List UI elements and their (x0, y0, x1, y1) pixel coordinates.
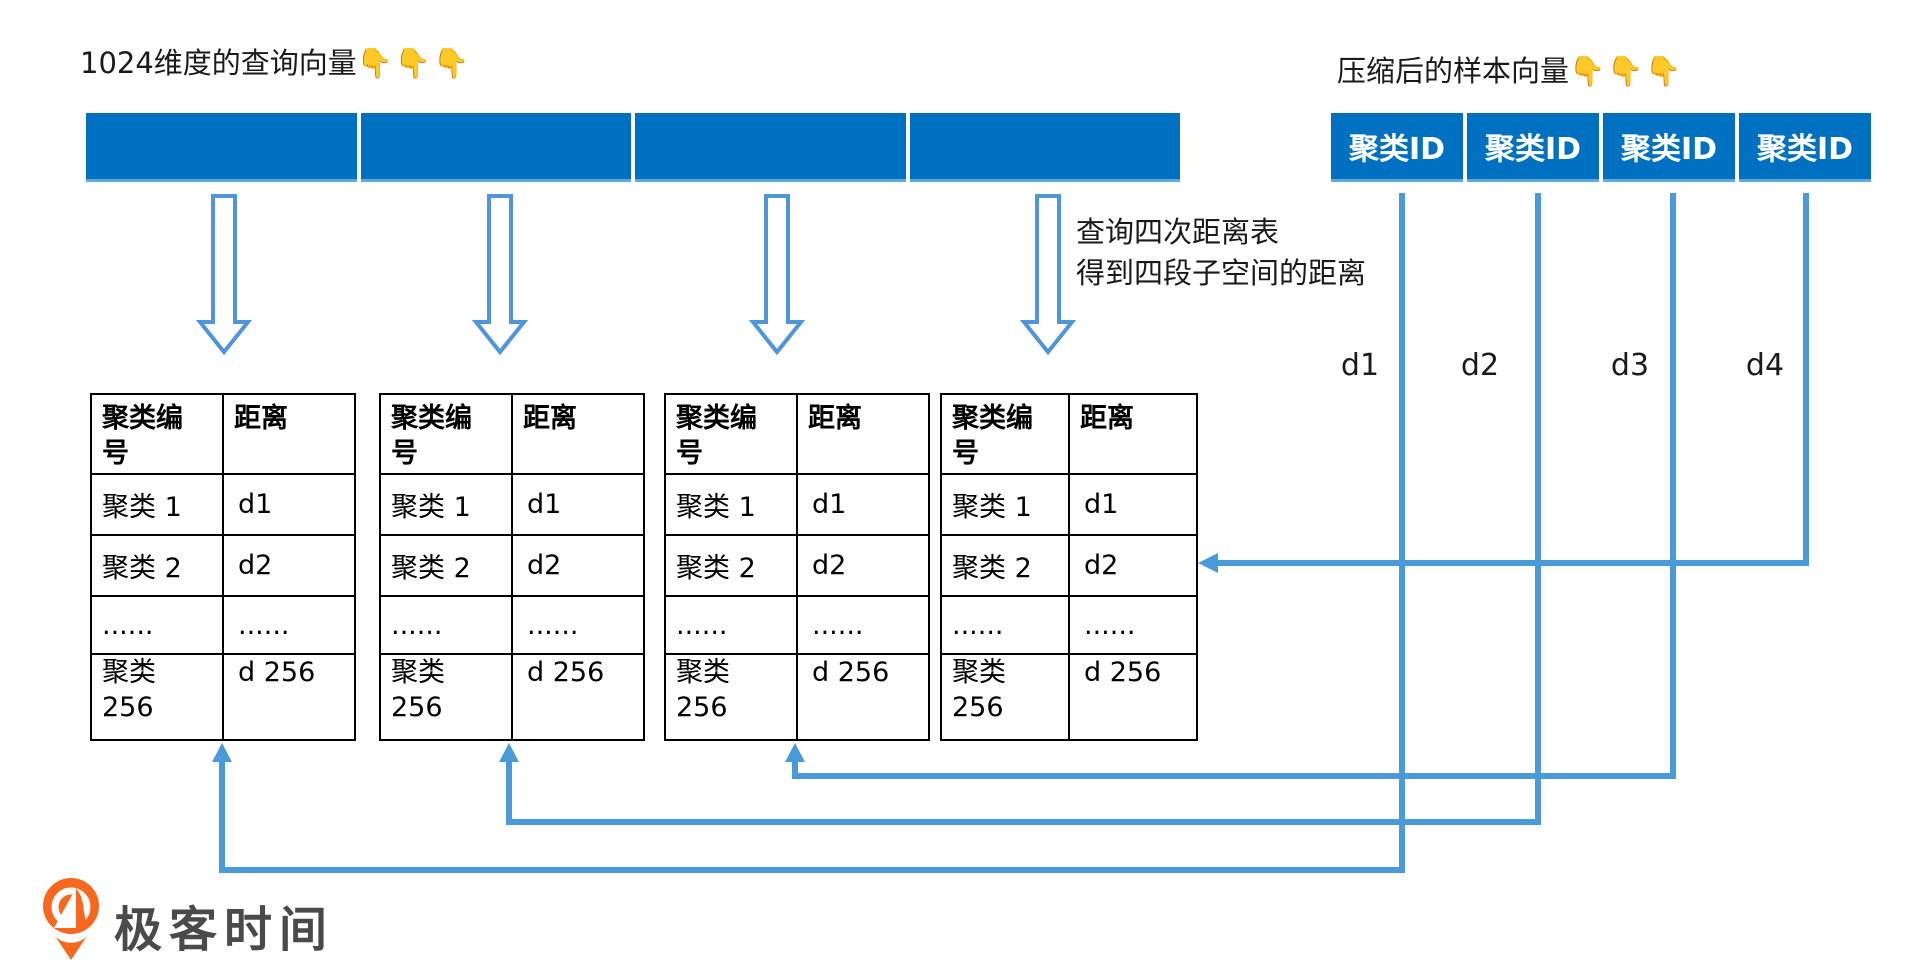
table-cell: d 256 (796, 653, 930, 741)
block-down-arrow-4 (1019, 194, 1077, 356)
table-cell: 聚类 256 (379, 653, 513, 741)
table1-header-distance: 距离 (222, 393, 356, 475)
table-cell: d 256 (222, 653, 356, 741)
table-cell: ...... (796, 595, 930, 655)
block-down-arrow-3 (748, 194, 806, 356)
table-cell: d 256 (511, 653, 645, 741)
table-cell: d1 (511, 473, 645, 536)
table4-header-distance: 距离 (1068, 393, 1198, 475)
cluster-id-cell-3: 聚类ID (1603, 113, 1735, 182)
distance-label-d3: d3 (1610, 348, 1650, 383)
table-cell: 聚类 1 (90, 473, 224, 536)
pointing-down-emoji: 👇👇👇 (1569, 54, 1684, 88)
query-vector-segment-2 (360, 113, 631, 182)
table-cell: d2 (1068, 534, 1198, 597)
sample-vector-title: 压缩后的样本向量👇👇👇 (1337, 48, 1683, 90)
table-cell: ...... (379, 595, 513, 655)
distance-label-d4: d4 (1745, 348, 1785, 383)
query-vector-segment-3 (635, 113, 906, 182)
compressed-sample-vector-bar: 聚类ID 聚类ID 聚类ID 聚类ID (1331, 113, 1871, 182)
query-vector-segment-1 (86, 113, 357, 182)
connector-line-cluster2-to-table2 (506, 193, 1541, 825)
connector-arrowhead-up-3 (785, 743, 805, 762)
distance-label-d1: d1 (1340, 348, 1380, 383)
table-cell: d2 (511, 534, 645, 597)
table-cell: 聚类 2 (664, 534, 798, 597)
connector-line-cluster4-to-table4 (1216, 193, 1809, 566)
table-cell: d2 (796, 534, 930, 597)
query-vector-title-text: 1024维度的查询向量 (80, 46, 357, 80)
table-cell: ...... (1068, 595, 1198, 655)
sample-vector-title-text: 压缩后的样本向量 (1337, 54, 1570, 88)
table-cell: d 256 (1068, 653, 1198, 741)
geektime-pin-icon (43, 878, 99, 960)
table2-header-distance: 距离 (511, 393, 645, 475)
query-vector-segment-4 (909, 113, 1180, 182)
table-cell: 聚类 2 (379, 534, 513, 597)
cluster-id-cell-2: 聚类ID (1467, 113, 1599, 182)
table-cell: 聚类 256 (664, 653, 798, 741)
table1-header-cluster: 聚类编号 (90, 393, 224, 475)
block-down-arrow-1 (195, 194, 253, 356)
geektime-logo-text: 极客时间 (114, 902, 335, 958)
table-cell: 聚类 1 (664, 473, 798, 536)
query-vector-title: 1024维度的查询向量👇👇👇 (80, 40, 471, 82)
lookup-annotation: 查询四次距离表 得到四段子空间的距离 (1076, 212, 1366, 294)
connector-arrowhead-up-2 (499, 743, 519, 762)
table2-header-cluster: 聚类编号 (379, 393, 513, 475)
pointing-down-emoji: 👇👇👇 (356, 46, 472, 80)
connector-line-cluster3-to-table3 (792, 193, 1676, 779)
distance-label-d2: d2 (1460, 348, 1500, 383)
table-cell: d2 (222, 534, 356, 597)
table-cell: 聚类 2 (90, 534, 224, 597)
table4-header-cluster: 聚类编号 (940, 393, 1070, 475)
table3-header-distance: 距离 (796, 393, 930, 475)
table-cell: 聚类 256 (90, 653, 224, 741)
connector-arrowhead-up-1 (212, 743, 232, 762)
connector-line-cluster1-to-table1 (219, 193, 1405, 873)
table-cell: d1 (1068, 473, 1198, 536)
cluster-id-cell-1: 聚类ID (1331, 113, 1463, 182)
cluster-id-cell-4: 聚类ID (1739, 113, 1871, 182)
table-cell: d1 (222, 473, 356, 536)
connector-arrowhead-left-4 (1198, 553, 1218, 573)
query-vector-bar (86, 113, 1180, 182)
table-cell: ...... (222, 595, 356, 655)
table-cell: ...... (511, 595, 645, 655)
block-down-arrow-2 (471, 194, 529, 356)
table-cell: 聚类 1 (940, 473, 1070, 536)
table3-header-cluster: 聚类编号 (664, 393, 798, 475)
table-cell: ...... (90, 595, 224, 655)
table-cell: 聚类 2 (940, 534, 1070, 597)
table-cell: ...... (940, 595, 1070, 655)
lookup-annotation-line1: 查询四次距离表 (1076, 215, 1280, 249)
table-cell: 聚类 256 (940, 653, 1070, 741)
table-cell: d1 (796, 473, 930, 536)
lookup-annotation-line2: 得到四段子空间的距离 (1076, 256, 1367, 290)
table-cell: ...... (664, 595, 798, 655)
table-cell: 聚类 1 (379, 473, 513, 536)
